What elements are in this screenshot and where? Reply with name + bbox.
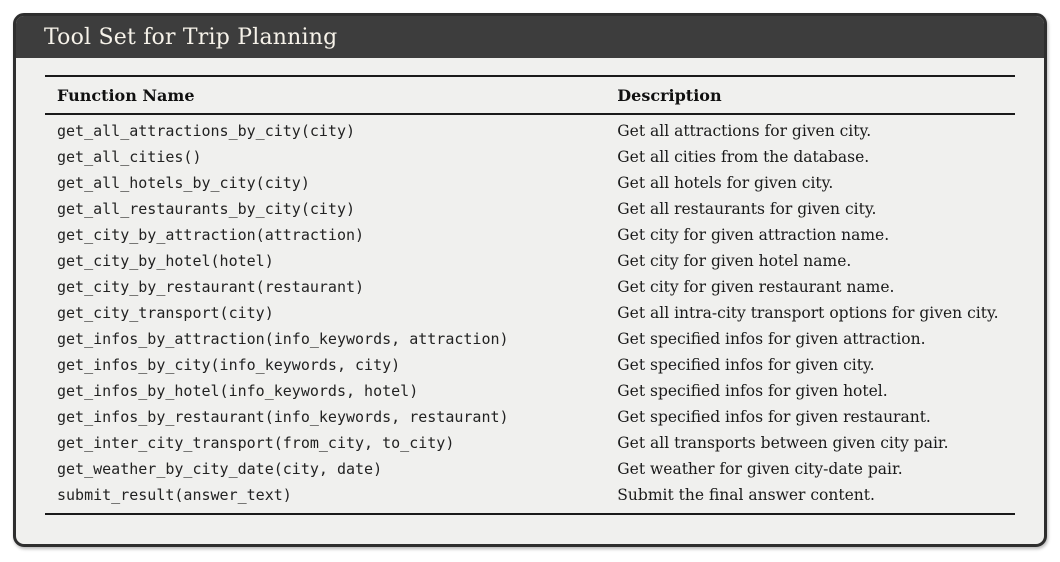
function-name-cell: get_infos_by_city(info_keywords, city) — [57, 356, 401, 374]
function-name-cell: get_all_cities() — [57, 148, 202, 166]
description-cell: Get city for given hotel name. — [617, 252, 852, 270]
description-cell: Get specified infos for given hotel. — [617, 382, 888, 400]
function-name-cell: get_all_attractions_by_city(city) — [57, 122, 356, 140]
function-name-cell: get_weather_by_city_date(city, date) — [57, 460, 383, 478]
table-row: get_city_by_restaurant(restaurant) Get c… — [45, 274, 1015, 300]
panel-header: Tool Set for Trip Planning — [16, 16, 1044, 58]
column-header-description: Description — [617, 86, 722, 105]
function-name-cell: get_city_by_restaurant(restaurant) — [57, 278, 365, 296]
description-cell: Get specified infos for given city. — [617, 356, 875, 374]
description-cell: Get all attractions for given city. — [617, 122, 872, 140]
function-name-cell: get_city_by_hotel(hotel) — [57, 252, 274, 270]
table-row: get_infos_by_hotel(info_keywords, hotel)… — [45, 378, 1015, 404]
panel-body: Function Name Description get_all_attrac… — [16, 58, 1044, 515]
panel-title: Tool Set for Trip Planning — [44, 24, 338, 50]
column-header-function-name: Function Name — [57, 86, 195, 105]
description-cell: Submit the final answer content. — [617, 486, 875, 504]
function-name-cell: get_all_hotels_by_city(city) — [57, 174, 310, 192]
table-row: get_all_attractions_by_city(city) Get al… — [45, 114, 1015, 144]
description-cell: Get all hotels for given city. — [617, 174, 834, 192]
table-row: get_infos_by_attraction(info_keywords, a… — [45, 326, 1015, 352]
description-cell: Get specified infos for given attraction… — [617, 330, 926, 348]
description-cell: Get all intra-city transport options for… — [617, 304, 999, 322]
table-row: get_city_transport(city) Get all intra-c… — [45, 300, 1015, 326]
table-row: get_city_by_attraction(attraction) Get c… — [45, 222, 1015, 248]
table-row: get_all_restaurants_by_city(city) Get al… — [45, 196, 1015, 222]
table-row: get_infos_by_restaurant(info_keywords, r… — [45, 404, 1015, 430]
description-cell: Get city for given attraction name. — [617, 226, 890, 244]
description-cell: Get all restaurants for given city. — [617, 200, 877, 218]
table-row: get_weather_by_city_date(city, date) Get… — [45, 456, 1015, 482]
function-name-cell: get_inter_city_transport(from_city, to_c… — [57, 434, 455, 452]
toolset-table: Function Name Description get_all_attrac… — [45, 75, 1015, 515]
description-cell: Get specified infos for given restaurant… — [617, 408, 931, 426]
table-row: get_inter_city_transport(from_city, to_c… — [45, 430, 1015, 456]
table-row: get_all_cities() Get all cities from the… — [45, 144, 1015, 170]
function-name-cell: get_city_transport(city) — [57, 304, 274, 322]
table-row: get_all_hotels_by_city(city) Get all hot… — [45, 170, 1015, 196]
table-row: get_infos_by_city(info_keywords, city) G… — [45, 352, 1015, 378]
function-name-cell: get_infos_by_attraction(info_keywords, a… — [57, 330, 509, 348]
toolset-panel: Tool Set for Trip Planning Function Name… — [13, 13, 1047, 547]
description-cell: Get all transports between given city pa… — [617, 434, 949, 452]
function-name-cell: get_all_restaurants_by_city(city) — [57, 200, 356, 218]
table-row: submit_result(answer_text) Submit the fi… — [45, 482, 1015, 514]
description-cell: Get all cities from the database. — [617, 148, 870, 166]
function-name-cell: get_city_by_attraction(attraction) — [57, 226, 365, 244]
table-row: get_city_by_hotel(hotel) Get city for gi… — [45, 248, 1015, 274]
function-name-cell: get_infos_by_restaurant(info_keywords, r… — [57, 408, 509, 426]
description-cell: Get weather for given city-date pair. — [617, 460, 903, 478]
function-name-cell: submit_result(answer_text) — [57, 486, 292, 504]
table-body: get_all_attractions_by_city(city) Get al… — [45, 114, 1015, 514]
table-head: Function Name Description — [45, 76, 1015, 114]
function-name-cell: get_infos_by_hotel(info_keywords, hotel) — [57, 382, 419, 400]
description-cell: Get city for given restaurant name. — [617, 278, 895, 296]
table-header-row: Function Name Description — [45, 76, 1015, 114]
